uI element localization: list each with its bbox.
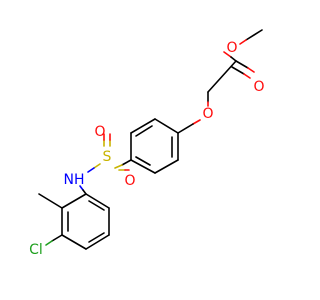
bond-methyl-o-red — [239, 39, 247, 45]
bonds — [38, 29, 263, 250]
ring1-inner-2 — [135, 156, 151, 166]
ring1-bond-2 — [154, 159, 179, 174]
molecule-structure-diagram: O O O S O O NH Cl — [29, 29, 265, 258]
bond-ring2-cl — [51, 234, 63, 242]
bond-carbonyl-double-1-red — [247, 67, 255, 73]
bond-carbonyl-double-1 — [235, 60, 249, 69]
bond-methyl-o — [245, 29, 263, 41]
atom-o-ether: O — [202, 106, 213, 122]
atom-labels: O O O S O O NH Cl — [29, 40, 264, 258]
bond-o-carbonyl-red — [223, 51, 232, 58]
atom-chlorine: Cl — [29, 242, 43, 258]
ring2-inner-3 — [88, 200, 105, 211]
atom-o-methoxy: O — [226, 40, 237, 56]
bond-ring-s-yellow — [114, 164, 123, 169]
atom-o-carbonyl: O — [253, 79, 264, 95]
bond-carbonyl-double-2 — [231, 66, 245, 75]
bond-s-n-blue — [87, 167, 95, 173]
bond-carbonyl-ch2 — [207, 60, 237, 93]
bond-ring2-cl-green — [45, 240, 53, 246]
bond-n-ring2-blue — [79, 185, 84, 191]
ring1-bond-3 — [130, 159, 156, 174]
ring2-bond-4 — [85, 234, 110, 250]
bond-ring-s — [121, 159, 132, 166]
ring2-bond-3 — [61, 234, 87, 250]
atom-o-sulfonyl-left: O — [94, 124, 105, 140]
atom-o-sulfonyl-bottom: O — [124, 173, 135, 189]
bond-o-ring — [177, 123, 194, 134]
bond-o-carbonyl — [230, 56, 237, 62]
bond-n-ring2 — [82, 189, 87, 195]
ring2-bond-1 — [61, 193, 87, 209]
ring1-bond-5 — [130, 118, 156, 134]
ring2-inner-2 — [88, 232, 105, 243]
ring1-bond-6 — [154, 118, 179, 134]
ring2-bond-6 — [85, 193, 110, 209]
bond-ring2-methyl — [38, 193, 63, 209]
bond-carbonyl-double-2-red — [243, 73, 251, 79]
bond-o-ring-red — [192, 119, 201, 125]
ring1-inner-3 — [135, 125, 153, 137]
atom-sulfur: S — [103, 149, 112, 165]
bond-s-n-yellow — [93, 163, 101, 169]
atom-nh: NH — [64, 172, 85, 188]
